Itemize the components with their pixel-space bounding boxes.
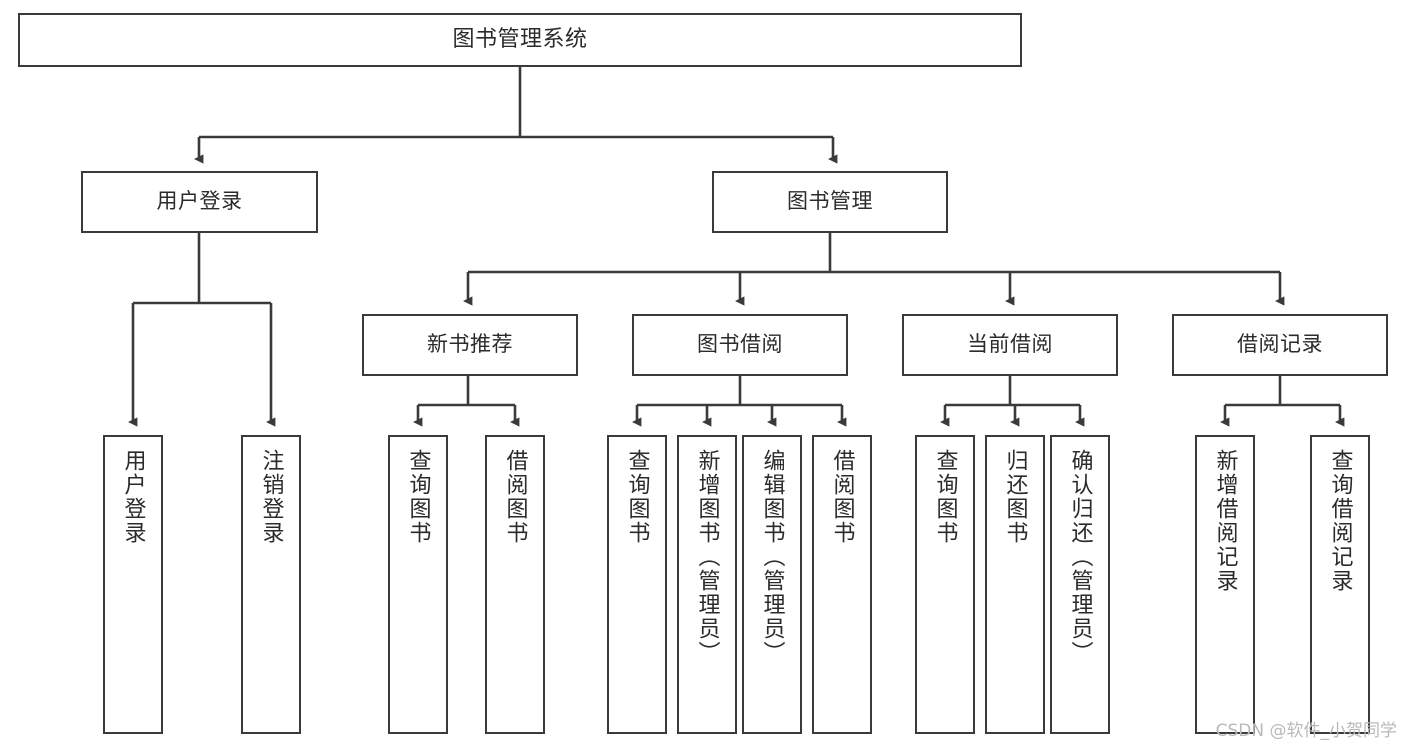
node-label: 借阅图书	[502, 449, 528, 545]
node-label: 注销登录	[258, 449, 284, 545]
csdn-watermark: CSDN @软件_小贺同学	[1215, 721, 1397, 741]
leaf-user-login[interactable]: 用户登录	[103, 435, 163, 734]
node-label: 图书借阅	[697, 332, 783, 357]
leaf-edit-book-admin[interactable]: 编辑图书（管理员）	[742, 435, 802, 734]
node-book-borrowing[interactable]: 图书借阅	[632, 314, 848, 376]
node-book-management[interactable]: 图书管理	[712, 171, 948, 233]
node-label: 编辑图书（管理员）	[759, 449, 785, 665]
node-label: 新增图书（管理员）	[694, 449, 720, 665]
node-label: 用户登录	[156, 189, 243, 214]
node-label: 当前借阅	[967, 332, 1053, 357]
node-borrow-records[interactable]: 借阅记录	[1172, 314, 1388, 376]
node-label: 图书管理系统	[452, 26, 588, 52]
node-label: 借阅图书	[829, 449, 855, 545]
leaf-query-book-new-books[interactable]: 查询图书	[388, 435, 448, 734]
node-label: 新书推荐	[427, 332, 513, 357]
node-new-book-recommendation[interactable]: 新书推荐	[362, 314, 578, 376]
leaf-query-book-borrowing[interactable]: 查询图书	[607, 435, 667, 734]
leaf-borrow-book-new-books[interactable]: 借阅图书	[485, 435, 545, 734]
leaf-return-book[interactable]: 归还图书	[985, 435, 1045, 734]
leaf-add-book-admin[interactable]: 新增图书（管理员）	[677, 435, 737, 734]
node-user-login[interactable]: 用户登录	[81, 171, 318, 233]
node-label: 查询图书	[932, 449, 958, 545]
leaf-query-book-current[interactable]: 查询图书	[915, 435, 975, 734]
node-label: 确认归还（管理员）	[1067, 449, 1093, 665]
node-current-borrowing[interactable]: 当前借阅	[902, 314, 1118, 376]
node-label: 查询图书	[624, 449, 650, 545]
node-label: 新增借阅记录	[1212, 449, 1238, 593]
leaf-confirm-return-admin[interactable]: 确认归还（管理员）	[1050, 435, 1110, 734]
node-label: 借阅记录	[1237, 332, 1323, 357]
node-root-book-management-system[interactable]: 图书管理系统	[18, 13, 1022, 67]
node-label: 归还图书	[1002, 449, 1028, 545]
node-label: 用户登录	[120, 449, 146, 545]
leaf-borrow-book-borrowing[interactable]: 借阅图书	[812, 435, 872, 734]
node-label: 查询借阅记录	[1327, 449, 1353, 593]
leaf-logout[interactable]: 注销登录	[241, 435, 301, 734]
leaf-query-borrow-record[interactable]: 查询借阅记录	[1310, 435, 1370, 734]
node-label: 查询图书	[405, 449, 431, 545]
node-label: 图书管理	[787, 189, 873, 214]
leaf-add-borrow-record[interactable]: 新增借阅记录	[1195, 435, 1255, 734]
